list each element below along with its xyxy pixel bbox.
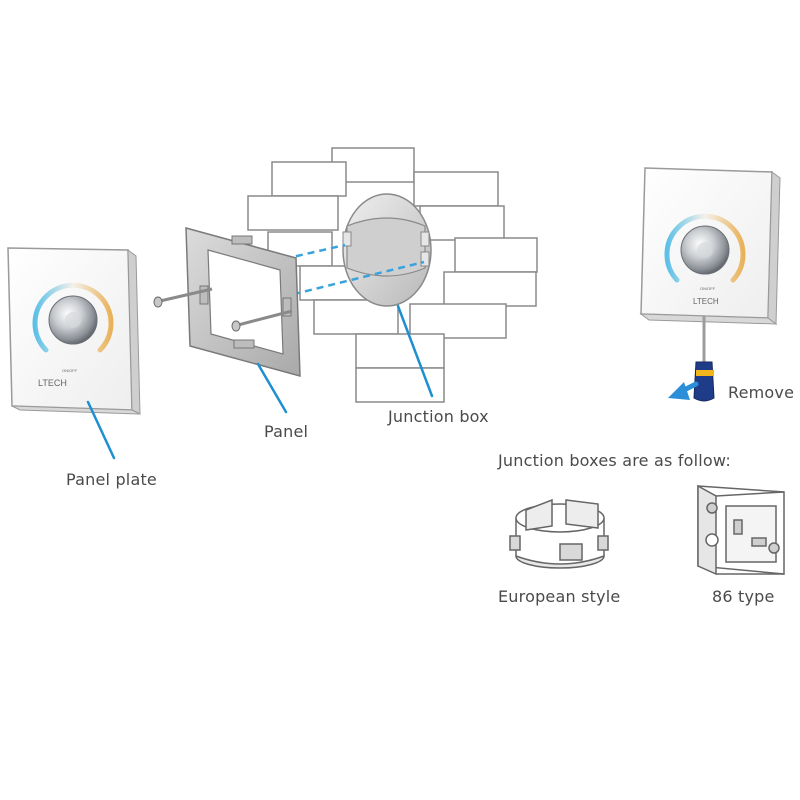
label-junction-heading: Junction boxes are as follow: [498,451,731,470]
label-panel: Panel [264,422,309,441]
button-text-right: ON/OFF [700,286,716,291]
screwdriver-icon [693,316,715,402]
label-junction-box: Junction box [388,407,489,426]
remove-arrow-icon [668,381,699,400]
panel-plate-remove: LTECH ON/OFF [639,167,781,325]
mounting-screws [153,287,293,332]
color-temperature-arc-right [664,213,746,283]
leader-lines [86,304,434,460]
mounting-frame [185,227,301,377]
panel-plate-device: LTECH ON/OFF [7,247,141,415]
brand-logo-right: LTECH [693,297,719,306]
brick-wall [247,147,538,403]
color-temperature-arc [32,282,114,353]
label-panel-plate: Panel plate [66,470,157,489]
label-european-style: European style [498,587,621,606]
button-text-left: ON/OFF [62,368,78,373]
brand-logo-left: LTECH [38,378,67,388]
type-86-box-icon [697,484,785,576]
label-remove: Remove [728,383,795,402]
label-86-type: 86 type [712,587,775,606]
junction-box-round [342,193,432,307]
european-style-box-icon [509,498,609,569]
